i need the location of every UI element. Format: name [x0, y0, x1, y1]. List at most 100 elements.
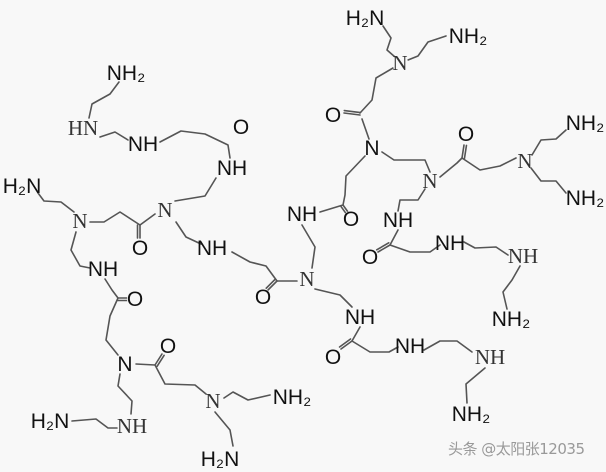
- atom-label: NH: [217, 157, 247, 180]
- bond: [301, 224, 316, 269]
- bond: [531, 129, 567, 156]
- atom-label: N: [205, 389, 220, 413]
- atom-label: HN: [68, 116, 98, 140]
- label-backdrop: [352, 309, 368, 325]
- atom-label: NH: [508, 244, 538, 268]
- label-backdrop: [42, 413, 58, 429]
- bond: [88, 81, 120, 119]
- bond: [223, 391, 271, 401]
- bond: [361, 118, 370, 140]
- atom-label: NH: [197, 237, 227, 260]
- bond: [359, 67, 394, 114]
- bond: [407, 35, 447, 61]
- label-backdrop: [364, 140, 380, 156]
- label-backdrop: [390, 212, 406, 228]
- label-backdrop: [205, 393, 221, 409]
- atom-label: O: [458, 123, 474, 146]
- atom-label: O: [325, 346, 341, 369]
- carbonyl-double-bond: [156, 354, 165, 368]
- bond: [174, 177, 217, 202]
- label-backdrop: [294, 206, 310, 222]
- label-backdrop: [515, 248, 531, 264]
- bond: [530, 167, 567, 194]
- label-backdrop: [75, 120, 91, 136]
- atom-label: N: [117, 353, 132, 376]
- carbonyl-double-bond: [343, 109, 362, 114]
- atom-label: O: [255, 286, 271, 309]
- bond: [214, 411, 234, 447]
- bond: [351, 326, 399, 353]
- watermark: 头条 @太阳张12035: [448, 440, 585, 458]
- carbonyl-double-bond: [265, 278, 277, 290]
- label-backdrop: [157, 202, 173, 218]
- atom-label: NH: [383, 209, 413, 232]
- bond: [463, 241, 509, 256]
- label-backdrop: [72, 213, 88, 229]
- carbonyl-double-bond: [340, 340, 353, 350]
- atom-label: N: [157, 198, 172, 222]
- label-backdrop: [299, 271, 315, 287]
- carbonyl-double-bond: [461, 144, 465, 159]
- bond: [89, 211, 156, 226]
- label-backdrop: [224, 160, 240, 176]
- bond: [71, 418, 118, 429]
- atom-label: NH: [287, 203, 317, 226]
- atom-label: O: [325, 104, 341, 127]
- atom-label: NH: [345, 306, 375, 329]
- atom-label: N: [392, 51, 407, 75]
- bond: [319, 155, 366, 213]
- label-backdrop: [14, 178, 30, 194]
- bond: [314, 288, 353, 308]
- atom-label: O: [127, 288, 143, 311]
- label-backdrop: [343, 211, 359, 227]
- label-backdrop: [160, 338, 176, 354]
- label-backdrop: [503, 311, 519, 327]
- label-backdrop: [118, 65, 134, 81]
- label-backdrop: [95, 261, 111, 277]
- atom-label: NH: [395, 335, 425, 358]
- carbonyl-double-bond: [463, 144, 468, 160]
- atom-label: NH: [128, 133, 158, 156]
- atom-label: N: [517, 149, 532, 173]
- bond: [439, 157, 517, 178]
- bond: [397, 188, 426, 212]
- bond: [135, 363, 207, 395]
- atom-label: O: [362, 246, 378, 269]
- atom-label: NH: [475, 345, 505, 369]
- carbonyl-double-bond: [338, 338, 352, 348]
- label-backdrop: [458, 126, 474, 142]
- label-backdrop: [482, 349, 498, 365]
- label-backdrop: [117, 356, 133, 372]
- bond: [175, 221, 202, 245]
- bond: [117, 373, 133, 415]
- label-backdrop: [392, 55, 408, 71]
- bond: [159, 130, 231, 159]
- bond: [99, 131, 129, 141]
- bond: [37, 192, 75, 213]
- label-backdrop: [325, 349, 341, 365]
- bonds: [37, 25, 567, 447]
- carbonyl-double-bond: [375, 242, 390, 251]
- atom-label: H₂N: [346, 7, 384, 30]
- label-backdrop: [463, 406, 479, 422]
- atom-label: NH₂: [566, 112, 604, 135]
- label-backdrop: [284, 389, 300, 405]
- atom-label: N: [364, 137, 379, 160]
- atom-label: O: [343, 208, 359, 231]
- label-backdrop: [135, 136, 151, 152]
- atom-label: H₂N: [201, 448, 239, 471]
- atom-label: NH₂: [449, 25, 487, 48]
- bond: [104, 278, 119, 356]
- label-backdrop: [255, 289, 271, 305]
- bond: [382, 25, 396, 58]
- atom-label: NH₂: [452, 403, 490, 426]
- atom-label: N: [299, 267, 314, 291]
- label-backdrop: [357, 10, 373, 26]
- bond: [231, 251, 298, 282]
- bond: [381, 151, 431, 173]
- atom-label: NH₂: [492, 308, 530, 331]
- label-backdrop: [422, 173, 438, 189]
